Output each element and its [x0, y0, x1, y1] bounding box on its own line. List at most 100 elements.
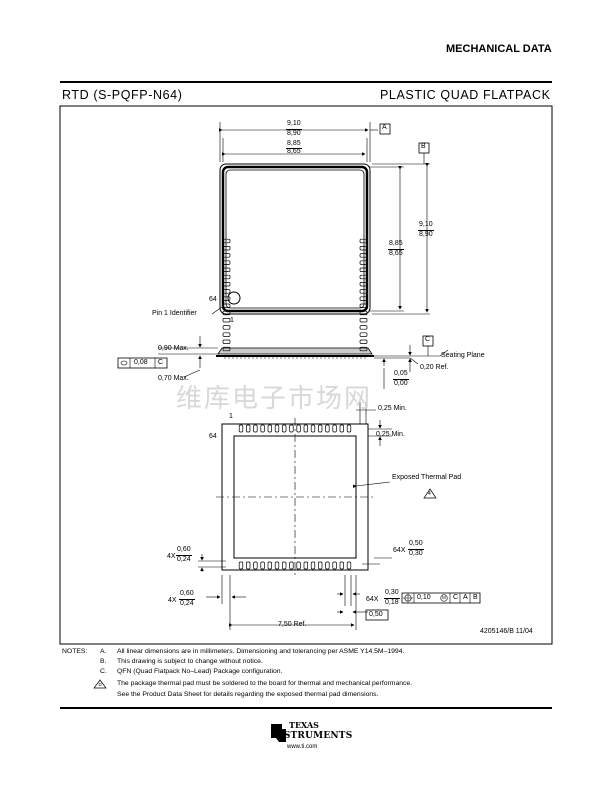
lead-pad [282, 561, 287, 570]
lead-pad [346, 561, 352, 570]
header-rule [60, 81, 552, 83]
lead-pad [238, 424, 244, 433]
overall-min: 8,90 [287, 130, 301, 137]
package-body [221, 165, 369, 313]
note-text-d2: See the Product Data Sheet for details r… [117, 691, 379, 698]
side-overall-max: 9,10 [419, 221, 433, 228]
lead-width-min: 0,18 [385, 599, 399, 606]
lead-pad [325, 424, 330, 433]
lead-pad [222, 310, 231, 316]
lead-pad [359, 260, 368, 265]
pitch-value: 0,50 [369, 611, 383, 618]
pad-left-max-a: 0,60 [177, 546, 191, 553]
lead-pad [359, 246, 368, 251]
datum-b-label: B [421, 143, 426, 150]
lead-pad [318, 424, 323, 433]
pitch-box [365, 609, 389, 621]
lead-pad [310, 561, 316, 570]
note-letter-c: C. [100, 668, 107, 675]
lead-pad [238, 561, 244, 570]
side-body-max: 8,85 [389, 240, 403, 247]
footer-url: www.ti.com [287, 744, 318, 750]
lead-pad [303, 561, 308, 570]
lead-pad [222, 274, 231, 280]
ref-020: 0,20 Ref. [420, 364, 449, 371]
lead-pad [339, 424, 344, 433]
seating-plane: Seating Plane [441, 352, 485, 359]
brand-line1: TEXAS [289, 720, 319, 730]
lead-len-max: 0,50 [409, 540, 423, 547]
tol-datum-1: C [453, 594, 459, 601]
side-body-min: 8,65 [389, 250, 403, 257]
lead-pad [222, 289, 231, 294]
footer-rule [60, 707, 552, 709]
tol-datum-2: A [463, 594, 468, 601]
side-view [117, 335, 449, 389]
note-letter-a: A. [100, 648, 107, 655]
body-max: 8,85 [287, 140, 301, 147]
lead-pad [339, 561, 344, 570]
mmc-circle-icon [440, 594, 448, 602]
lead-pad [359, 339, 368, 344]
lead-pad [359, 346, 368, 352]
lead-len-min: 0,30 [409, 550, 423, 557]
overall-max: 9,10 [287, 120, 301, 127]
min-025-b: 0,25 Min. [376, 431, 405, 438]
lead-pad [332, 561, 337, 570]
watermark: 维库电子市场网 [176, 384, 373, 414]
note-text-a: All linear dimensions are in millimeters… [117, 648, 405, 655]
package-code: RTD (S-PQFP-N64) [62, 88, 183, 102]
lead-pad [267, 561, 272, 570]
lead-pad [222, 282, 231, 287]
tol-mod: M [442, 595, 446, 600]
package-outline [219, 163, 371, 315]
lead-pad [260, 561, 265, 570]
note-letter-b: B. [100, 658, 107, 665]
ti-logo-icon [271, 724, 286, 742]
lead-pad [274, 424, 280, 433]
lead-pad [222, 346, 231, 352]
lead-pad [267, 424, 272, 433]
lead-pad [246, 424, 251, 433]
lead-pad [296, 561, 301, 570]
side-overall-min: 8,90 [419, 231, 433, 238]
side-body [217, 347, 373, 355]
pad-left-min-b: 0,24 [180, 600, 194, 607]
lead-pad [296, 424, 301, 433]
standoff-max: 0,05 [394, 370, 408, 377]
lead-pad [359, 303, 368, 308]
lead-pad [222, 332, 231, 337]
pad-left-min-a: 0,24 [177, 556, 191, 563]
lead-pad [222, 246, 231, 251]
lead-pad [222, 303, 231, 308]
lead-pad [222, 267, 231, 272]
note-warning-icon [93, 679, 107, 689]
lead-pad [246, 561, 251, 570]
bottom-pin64-label: 64 [209, 433, 217, 440]
exposed-thermal-pad: Exposed Thermal Pad [392, 474, 462, 481]
lead-pad [359, 325, 368, 330]
min-025-a: 0,25 Min. [378, 405, 407, 412]
lead-pad [346, 424, 352, 433]
note-text-d: The package thermal pad must be soldered… [117, 680, 413, 687]
lead-pad [253, 424, 258, 433]
lead-pad [359, 310, 368, 316]
bottom-pin1-label: 1 [229, 413, 233, 420]
lead-pad [359, 238, 368, 244]
lead-pad [359, 267, 368, 272]
note-letter-d: D [98, 682, 102, 687]
lead-pad [359, 318, 368, 323]
lead-pad [222, 260, 231, 265]
lead-pad [318, 561, 323, 570]
lead-pad [222, 238, 231, 244]
body-min: 8,65 [287, 148, 301, 155]
pin1-identifier: Pin 1 Identifier [152, 310, 197, 317]
lead-pad [289, 561, 294, 570]
lead-pad [222, 339, 231, 344]
lead-pad [332, 424, 337, 433]
warning-triangle-icon [423, 488, 437, 499]
datum-a-label: A [382, 124, 387, 131]
lead-pad [303, 424, 308, 433]
lead-len-count: 64X [393, 547, 406, 554]
